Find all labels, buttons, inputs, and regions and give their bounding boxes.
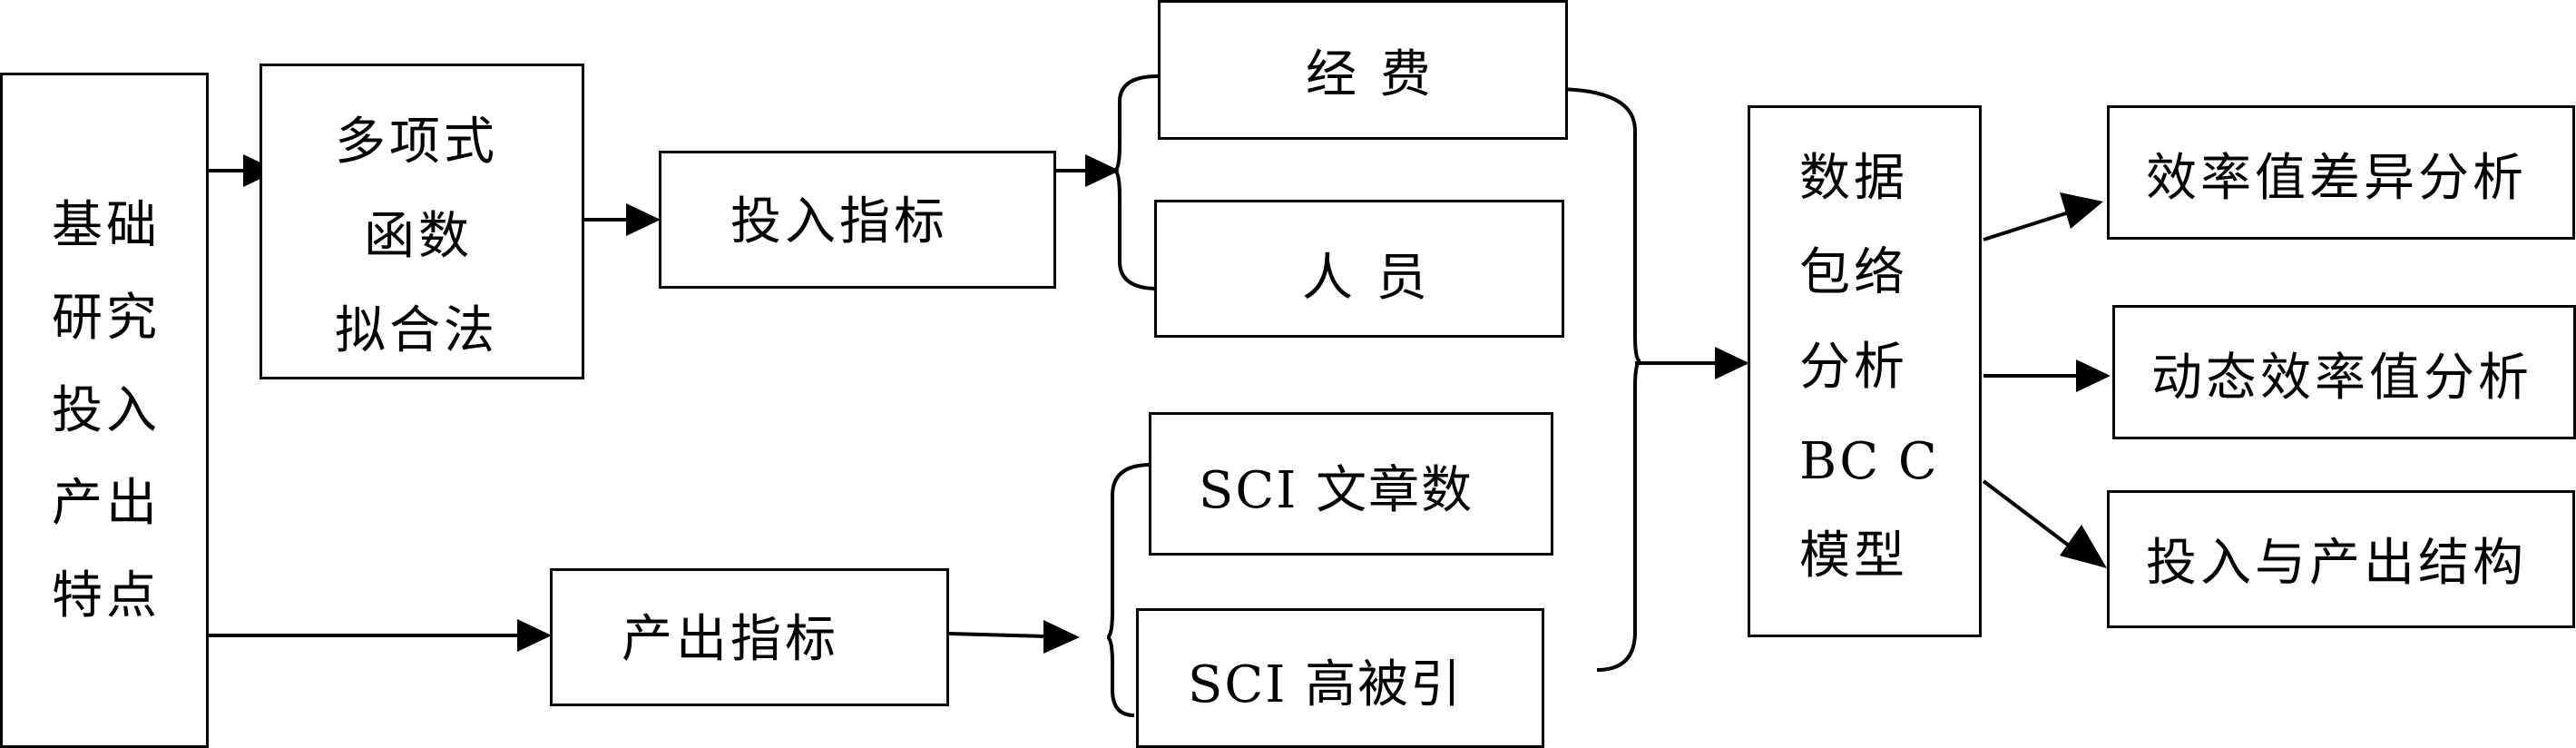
node-personnel-label: 人 员: [1302, 249, 1431, 308]
arrow-output-to-brace: [948, 620, 1080, 654]
node-sci-articles-label: SCI 文章数: [1199, 461, 1474, 520]
node-dea-bcc-line-5: 模型: [1799, 527, 1908, 586]
arrow-basic-to-output: [207, 619, 552, 652]
brace-indicators-right: [1552, 87, 1641, 672]
node-dea-bcc-line-4: BC C: [1799, 432, 1939, 491]
arrow-dea-to-efficiency-difference: [1983, 192, 2103, 241]
node-sci-highly-cited-label: SCI 高被引: [1188, 655, 1464, 714]
arrow-brace-to-dea: [1635, 347, 1749, 379]
node-output-indicators-label: 产出指标: [622, 610, 839, 669]
node-funding-label: 经 费: [1306, 45, 1435, 104]
node-basic-research: 基础 研究 投入 产出 特点: [0, 73, 209, 748]
brace-input-group: [1113, 74, 1159, 290]
node-output-indicators: 产出指标: [550, 568, 949, 706]
brace-output-group: [1106, 463, 1151, 717]
node-dea-bcc-line-1: 数据: [1799, 149, 1908, 208]
node-basic-research-line-4: 产出: [52, 474, 161, 533]
node-basic-research-line-1: 基础: [52, 196, 161, 255]
node-funding: 经 费: [1158, 0, 1568, 140]
node-polynomial-fit-line-2: 函数: [364, 207, 473, 266]
node-efficiency-difference-label: 效率值差异分析: [2146, 149, 2527, 208]
arrow-input-to-brace: [1056, 154, 1120, 187]
node-dea-bcc-line-2: 包络: [1799, 243, 1908, 302]
node-polynomial-fit-line-1: 多项式: [335, 113, 498, 172]
node-io-structure: 投入与产出结构: [2107, 490, 2575, 628]
node-polynomial-fit-line-3: 拟合法: [335, 301, 498, 360]
node-basic-research-line-2: 研究: [52, 289, 161, 348]
node-personnel: 人 员: [1154, 200, 1564, 338]
arrow-dea-to-dynamic-efficiency: [1983, 359, 2111, 392]
node-efficiency-difference: 效率值差异分析: [2107, 105, 2575, 240]
arrow-dea-to-io-structure: [1982, 479, 2107, 568]
node-io-structure-label: 投入与产出结构: [2146, 534, 2527, 593]
node-dea-bcc-line-3: 分析: [1799, 338, 1908, 397]
node-basic-research-line-3: 投入: [52, 381, 161, 440]
node-input-indicators: 投入指标: [659, 151, 1056, 289]
node-sci-highly-cited: SCI 高被引: [1136, 608, 1544, 748]
node-dea-bcc: 数据 包络 分析 BC C 模型: [1748, 105, 1982, 637]
node-polynomial-fit: 多项式 函数 拟合法: [260, 64, 584, 379]
node-input-indicators-label: 投入指标: [730, 192, 948, 251]
arrow-polyfit-to-input: [584, 203, 661, 236]
node-dynamic-efficiency: 动态效率值分析: [2112, 305, 2576, 439]
node-dynamic-efficiency-label: 动态效率值分析: [2151, 349, 2532, 408]
node-sci-articles: SCI 文章数: [1149, 412, 1553, 556]
node-basic-research-line-5: 特点: [52, 566, 161, 625]
